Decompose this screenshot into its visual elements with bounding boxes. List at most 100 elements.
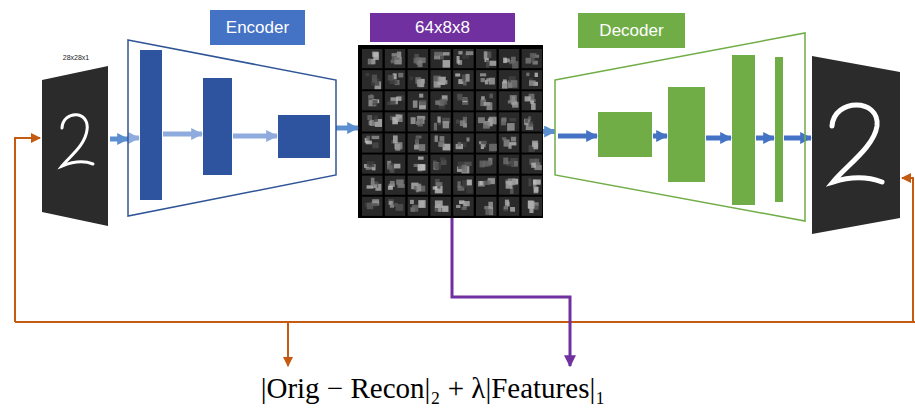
feature-texture [439, 99, 447, 105]
feature-tile [499, 197, 520, 216]
feature-texture [419, 94, 423, 98]
feature-tile [522, 197, 543, 216]
sparsity-wire [452, 218, 570, 366]
feature-texture [367, 203, 373, 210]
feature-texture [442, 52, 449, 55]
flow-arrow [233, 134, 277, 139]
feature-texture [414, 145, 419, 150]
input-panel: 28x28x1 [40, 50, 110, 228]
flow-arrow [756, 136, 774, 141]
feature-texture [458, 51, 462, 54]
feature-tile [408, 91, 429, 110]
feature-texture [533, 179, 541, 184]
feature-tile [408, 112, 429, 131]
feature-texture [512, 61, 518, 68]
decoder-layer [732, 55, 755, 205]
feature-texture [463, 201, 469, 206]
feature-tile [476, 70, 497, 89]
feature-tile [385, 197, 406, 216]
feature-texture [505, 200, 509, 206]
feature-texture [437, 116, 440, 122]
feature-texture [466, 137, 469, 141]
feature-texture [389, 101, 396, 105]
feature-tile [385, 91, 406, 110]
loss-formula: |Orig − Recon|₂ + λ|Features|₁ [261, 372, 606, 405]
feature-tile [453, 91, 474, 110]
encoder-layer [278, 115, 330, 158]
feature-texture [388, 186, 393, 190]
feature-tile [522, 155, 543, 174]
feature-tile [362, 49, 383, 68]
feature-texture [396, 96, 401, 100]
feature-texture [418, 200, 425, 208]
trapezoid-outline [128, 40, 336, 216]
feature-tile [476, 155, 497, 174]
feature-texture [508, 145, 511, 149]
feature-texture [412, 205, 418, 212]
feature-tiles [362, 49, 542, 216]
feature-texture [480, 181, 483, 185]
feature-map-block: 64x8x8 [358, 45, 543, 218]
feature-tile [453, 176, 474, 195]
feature-texture [411, 117, 416, 124]
feature-tile [408, 155, 429, 174]
feature-texture [528, 201, 535, 209]
feature-texture [433, 186, 438, 189]
feature-texture [503, 79, 507, 83]
feature-texture [479, 141, 487, 144]
feature-texture [369, 121, 372, 125]
feature-tile [522, 49, 543, 68]
feature-texture [467, 180, 472, 186]
decoder-block: Decoder [555, 33, 805, 221]
trapezoid-outline [555, 33, 805, 221]
feature-tile [430, 133, 451, 152]
feature-texture [483, 181, 490, 185]
feature-tile [499, 49, 520, 68]
feature-texture [511, 80, 518, 88]
feature-tile [385, 70, 406, 89]
feature-tile [522, 91, 543, 110]
flow-arrow [129, 136, 139, 141]
feature-texture [398, 73, 403, 78]
feature-texture [466, 186, 473, 194]
feature-tile [408, 133, 429, 152]
feature-tile [453, 70, 474, 89]
feature-texture [457, 94, 462, 99]
feature-texture [486, 60, 489, 67]
feature-texture [373, 203, 377, 206]
feature-texture [419, 144, 425, 151]
feature-texture [481, 78, 485, 82]
feature-tile [499, 112, 520, 131]
feature-texture [462, 74, 469, 81]
feature-texture [367, 161, 375, 167]
feature-texture [486, 102, 492, 110]
feature-tile [453, 197, 474, 216]
feature-tile [476, 49, 497, 68]
digit-stroke [832, 105, 882, 182]
feature-texture [526, 58, 532, 64]
feature-tile [385, 155, 406, 174]
encoder-block: Encoder [128, 40, 336, 216]
feature-texture [434, 123, 437, 131]
feature-tile [430, 197, 451, 216]
feature-texture [525, 118, 528, 122]
feature-texture [368, 95, 374, 99]
feature-texture [506, 181, 513, 189]
encoder-layer [203, 78, 232, 175]
feature-texture [485, 161, 491, 167]
feature-tile [362, 133, 383, 152]
feature-texture [372, 75, 377, 83]
feature-texture [489, 61, 496, 66]
feature-texture [367, 185, 374, 188]
feature-texture [394, 164, 400, 169]
loss-wire [15, 138, 40, 322]
feature-texture [440, 157, 445, 161]
loss-wire [287, 322, 289, 366]
flow-arrow [784, 136, 811, 141]
feature-texture [478, 117, 485, 123]
feature-tile [430, 49, 451, 68]
feature-texture [395, 144, 400, 151]
feature-texture [528, 121, 532, 126]
feature-tile [522, 70, 543, 89]
